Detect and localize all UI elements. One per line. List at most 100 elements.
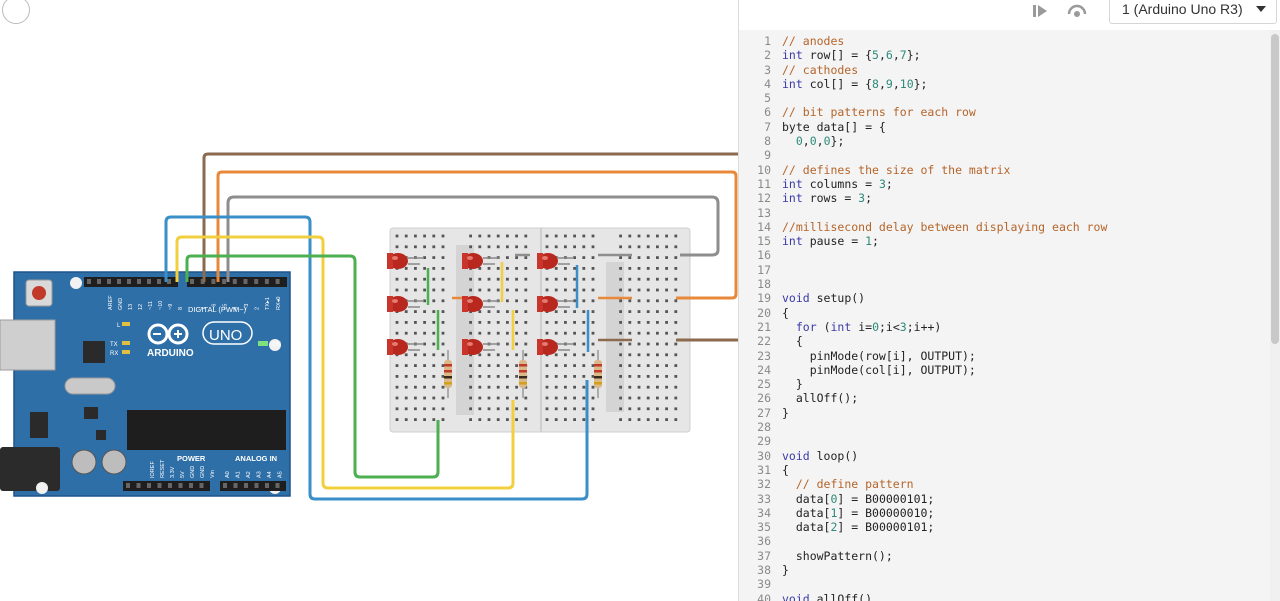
resistor[interactable] (519, 350, 527, 398)
pin-label: 8 (178, 307, 184, 310)
mount-hole (70, 277, 82, 289)
analog-header (220, 481, 286, 491)
line-number: 29 (757, 434, 771, 449)
led[interactable] (462, 339, 499, 355)
code-line: { (782, 462, 789, 477)
usb-chip (83, 341, 105, 363)
line-number: 14 (757, 219, 771, 234)
circuit-canvas[interactable]: DIGITAL (PWM~) POWER ANALOG IN ARDUINO U… (0, 0, 738, 601)
digital-header-label: DIGITAL (PWM~) (188, 305, 247, 314)
line-number: 24 (757, 362, 771, 377)
code-line (782, 534, 1107, 548)
led-l-label: L (117, 323, 121, 329)
wire-gray[interactable] (226, 195, 720, 282)
code-line (782, 206, 1107, 220)
power-led (258, 341, 268, 346)
device-select[interactable]: 1 (Arduino Uno R3) (1109, 0, 1277, 24)
led-matrix[interactable] (387, 253, 574, 355)
arduino-uno-board[interactable]: DIGITAL (PWM~) POWER ANALOG IN ARDUINO U… (0, 271, 291, 497)
on-label: ON (272, 342, 281, 348)
line-number: 16 (757, 248, 771, 263)
line-number: 31 (757, 462, 771, 477)
led[interactable] (537, 339, 574, 355)
pin-label: ~3 (244, 304, 250, 310)
code-line (782, 248, 1107, 262)
code-line: } (782, 405, 789, 420)
code-line: pinMode(col[i], OUTPUT); (782, 362, 976, 377)
breadboard[interactable] (389, 227, 691, 433)
serial-monitor-icon[interactable] (1063, 0, 1091, 22)
resistors[interactable] (444, 350, 602, 398)
line-number: 34 (757, 505, 771, 520)
code-line (782, 420, 1107, 434)
line-number: 30 (757, 448, 771, 463)
pin-label: ~6 (212, 304, 218, 310)
line-number: 33 (757, 491, 771, 506)
crystal (64, 377, 116, 395)
led[interactable] (387, 253, 424, 269)
wire-brown[interactable] (202, 152, 738, 282)
pin-label: ~10 (158, 301, 164, 310)
fit-view-icon[interactable] (2, 0, 30, 24)
power-header-label: POWER (177, 454, 206, 463)
line-number: 32 (757, 477, 771, 492)
pin-label: 2 (255, 307, 261, 310)
wire-orange[interactable] (216, 170, 738, 300)
analog-pin-label: A1 (236, 471, 242, 478)
led-rx-label: RX (110, 351, 118, 357)
led[interactable] (537, 296, 574, 312)
device-select-label: 1 (Arduino Uno R3) (1122, 1, 1243, 17)
editor-scrollbar[interactable] (1270, 30, 1280, 601)
code-line: //millisecond delay between displaying e… (782, 219, 1108, 234)
resistor[interactable] (444, 350, 452, 398)
line-number: 21 (757, 319, 771, 334)
resistor[interactable] (594, 350, 602, 398)
line-number: 17 (757, 262, 771, 277)
digital-header-right (187, 277, 287, 287)
line-number: 12 (757, 191, 771, 206)
uno-model-label: UNO (209, 327, 242, 344)
code-line: 0,0,0}; (795, 134, 845, 149)
power-jack (0, 447, 60, 491)
led[interactable] (387, 296, 424, 312)
led[interactable] (462, 253, 499, 269)
code-line: } (782, 562, 789, 577)
power-header (123, 481, 210, 491)
line-number: 27 (757, 405, 771, 420)
analog-pin-label: A0 (225, 471, 231, 478)
code-line: void allOff() (782, 591, 873, 601)
editor-scrollbar-thumb[interactable] (1271, 34, 1279, 344)
led[interactable] (537, 253, 574, 269)
breadboard-holes (395, 234, 678, 421)
code-line: byte data[] = { (782, 119, 886, 134)
led[interactable] (387, 339, 424, 355)
circuit-diagram[interactable]: DIGITAL (PWM~) POWER ANALOG IN ARDUINO U… (0, 0, 738, 601)
wire-blue[interactable] (164, 215, 589, 501)
led[interactable] (462, 296, 499, 312)
code-toolbar: 1 (Arduino Uno R3) (739, 0, 1280, 30)
line-number: 15 (757, 234, 771, 249)
line-number: 22 (757, 334, 771, 349)
power-pin-label: GND (190, 466, 196, 478)
pin-label: 4 (233, 307, 239, 310)
wire-yellow[interactable] (175, 235, 515, 490)
code-line: pinMode(row[i], OUTPUT); (782, 348, 976, 363)
line-number: 35 (757, 520, 771, 535)
line-number: 1 (764, 34, 771, 48)
analog-pin-label: A4 (267, 471, 273, 478)
step-forward-icon[interactable] (1026, 0, 1054, 22)
pin-label: TX▸1 (265, 297, 271, 310)
wires[interactable] (164, 152, 738, 501)
line-number: 7 (764, 119, 771, 134)
analog-pin-label: A5 (278, 471, 284, 478)
line-number: 39 (757, 577, 771, 592)
atmega-chip (127, 410, 286, 450)
arduino-logo-icon (147, 323, 189, 345)
pin-label: ~9 (168, 304, 174, 310)
wire-green[interactable] (185, 254, 440, 479)
